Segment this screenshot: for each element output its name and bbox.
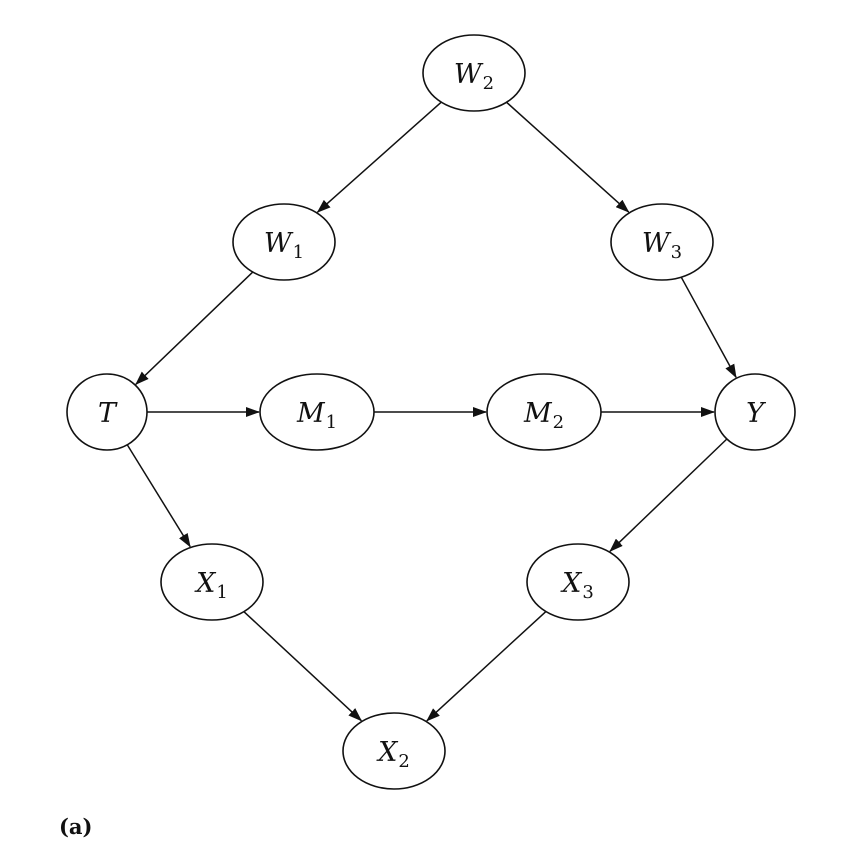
edge-W3-to-Y <box>680 276 737 379</box>
node-name: W <box>264 228 294 259</box>
node-name: W <box>454 59 484 90</box>
node-subscript: 1 <box>216 582 227 603</box>
node-name: W <box>642 228 672 259</box>
edge-X3-to-X2 <box>426 610 547 722</box>
node-subscript: 3 <box>582 582 593 603</box>
node-label: W2 <box>454 59 494 94</box>
node-subscript: 3 <box>671 242 682 263</box>
node-name: M <box>296 398 326 429</box>
node-W2: W2 <box>422 34 526 112</box>
edge-W2-to-W3 <box>506 101 630 213</box>
node-name: Y <box>746 398 766 429</box>
node-name: X <box>376 737 399 768</box>
node-ellipse <box>610 203 714 281</box>
node-ellipse <box>259 373 375 451</box>
node-ellipse <box>342 712 446 790</box>
node-label: Y <box>746 398 766 429</box>
node-label: M2 <box>523 398 564 433</box>
node-label: X2 <box>376 737 410 772</box>
node-label: M1 <box>296 398 337 433</box>
node-ellipse <box>714 373 796 451</box>
node-name: X <box>560 568 583 599</box>
node-ellipse <box>160 543 264 621</box>
node-M2: M2 <box>486 373 602 451</box>
node-subscript: 2 <box>553 412 564 433</box>
node-W3: W3 <box>610 203 714 281</box>
node-label: W3 <box>642 228 682 263</box>
node-X1: X1 <box>160 543 264 621</box>
node-subscript: 2 <box>398 751 409 772</box>
edge-X1-to-X2 <box>243 611 363 722</box>
node-Y: Y <box>714 373 796 451</box>
node-subscript: 1 <box>293 242 304 263</box>
node-subscript: 1 <box>326 412 337 433</box>
node-X2: X2 <box>342 712 446 790</box>
edge-T-to-X1 <box>126 444 191 548</box>
node-label: X3 <box>560 568 594 603</box>
node-T: T <box>66 373 148 451</box>
node-M1: M1 <box>259 373 375 451</box>
node-X3: X3 <box>526 543 630 621</box>
node-ellipse <box>66 373 148 451</box>
node-W1: W1 <box>232 203 336 281</box>
node-ellipse <box>486 373 602 451</box>
node-label: T <box>98 398 118 429</box>
node-name: M <box>523 398 553 429</box>
node-label: X1 <box>194 568 228 603</box>
node-label: W1 <box>264 228 304 263</box>
node-subscript: 2 <box>483 73 494 94</box>
node-name: T <box>98 398 118 429</box>
node-ellipse <box>422 34 526 112</box>
edge-W2-to-W1 <box>316 101 442 213</box>
edge-W1-to-T <box>135 271 254 385</box>
figure-caption: (a) <box>59 814 93 839</box>
node-ellipse <box>232 203 336 281</box>
node-name: X <box>194 568 217 599</box>
edge-Y-to-X3 <box>609 438 728 552</box>
node-ellipse <box>526 543 630 621</box>
